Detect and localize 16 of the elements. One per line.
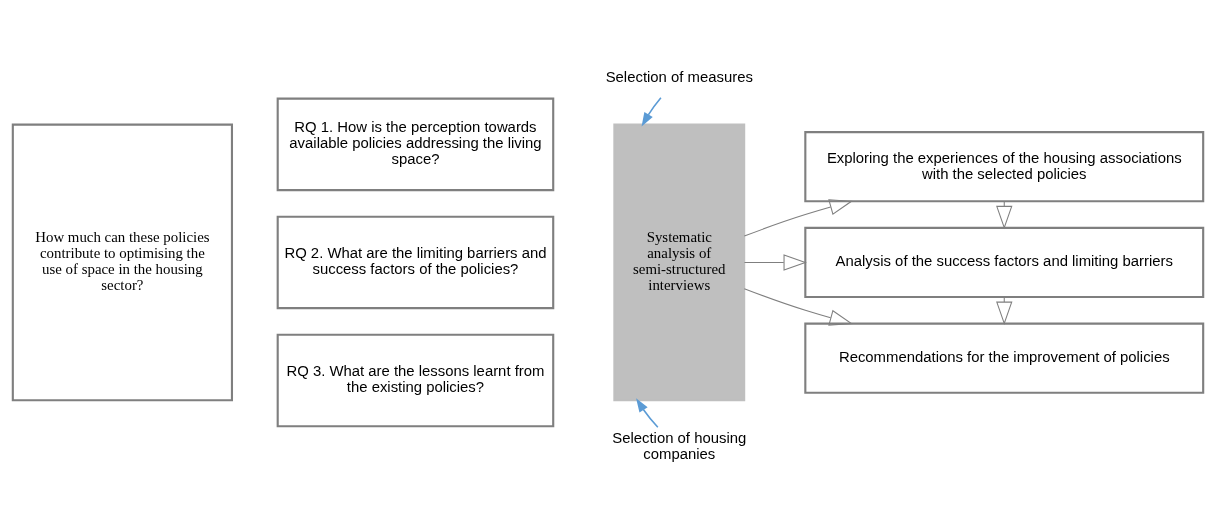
node-box: Analysis of the success factors and limiting barriers [804, 226, 1205, 298]
arrow [996, 200, 1013, 229]
arrow [743, 253, 807, 271]
node-box: How much can these policies contribute to optimising the use of space in the housing sector? [11, 123, 234, 401]
arrow [743, 287, 853, 326]
node-text: Selection of measures [605, 68, 753, 85]
arrow [636, 397, 659, 428]
node-box: Exploring the experiences of the housing associations with the selected policies [804, 130, 1205, 202]
arrow [641, 96, 662, 126]
node-box: RQ 1. How is the perception towards available policies addressing the living space? [276, 97, 555, 191]
node-box: RQ 2. What are the limiting barriers and success factors of the policies? [276, 215, 555, 309]
node-box: RQ 3. What are the lessons learnt from the existing policies? [276, 333, 555, 427]
node-box: Recommendations for the improvement of policies [804, 322, 1205, 394]
arrow [743, 198, 853, 237]
node-text: Selection of housing companies [612, 429, 747, 462]
node-box: Systematic analysis of semi-structured interviews [613, 123, 746, 401]
